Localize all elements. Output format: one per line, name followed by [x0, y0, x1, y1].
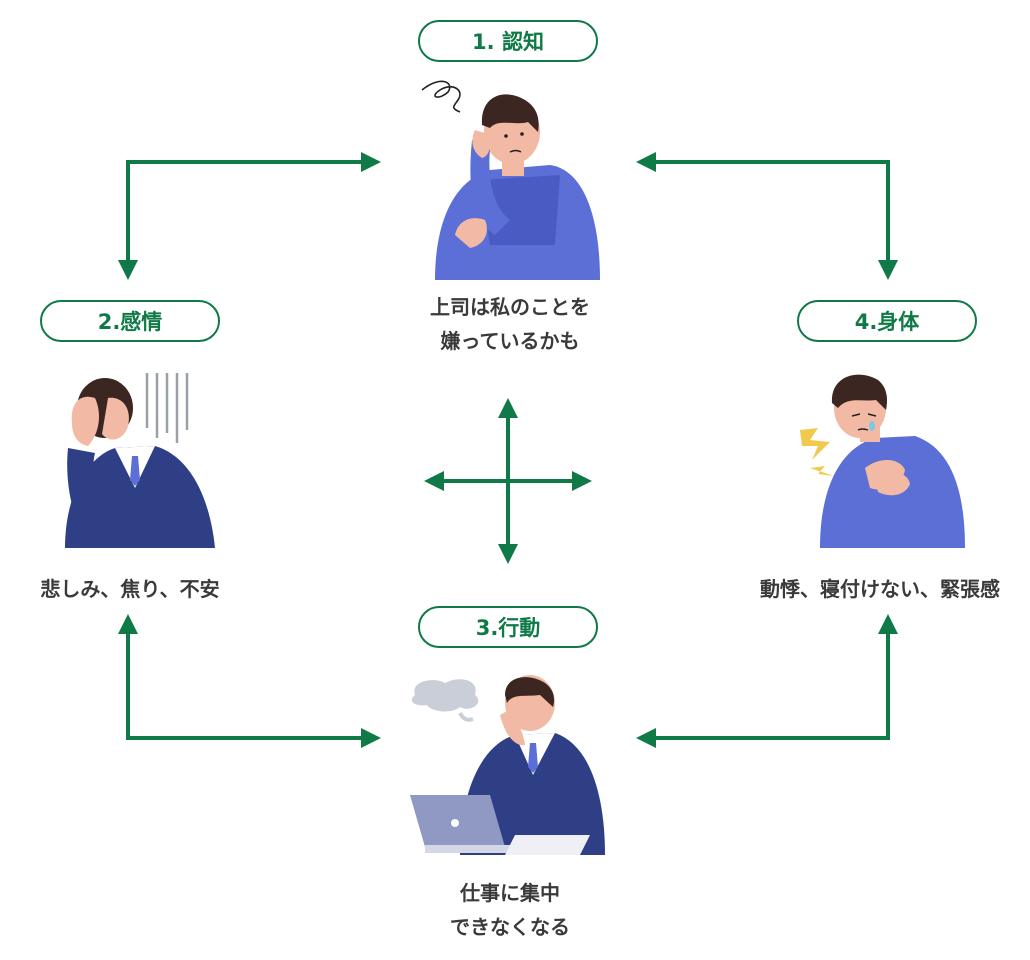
- scribble-icon: [421, 80, 461, 113]
- arrow-body-behavior: [636, 614, 898, 748]
- chest-pain-man-icon: [800, 374, 965, 548]
- caption-body: 動悸、寝付けない、緊張感: [760, 577, 1000, 601]
- caption-cognition-line1: 上司は私のことを: [430, 295, 590, 319]
- caption-emotion: 悲しみ、焦り、不安: [40, 577, 220, 601]
- label-behavior: 3.行動: [418, 606, 598, 648]
- caption-behavior-line1: 仕事に集中: [460, 881, 560, 905]
- label-body: 4.身体: [797, 300, 977, 342]
- caption-behavior-line2: できなくなる: [450, 915, 570, 939]
- worried-man-icon: [421, 80, 600, 280]
- label-cognition: 1. 認知: [418, 20, 598, 62]
- head-in-hands-man-icon: [65, 373, 215, 548]
- caption-behavior: 仕事に集中 できなくなる: [380, 876, 640, 944]
- arrow-cognition-body: [636, 152, 898, 280]
- tired-man-laptop-icon: [410, 675, 605, 855]
- arrow-cognition-emotion: [118, 152, 381, 280]
- caption-cognition: 上司は私のことを 嫌っているかも: [380, 290, 640, 358]
- caption-cognition-line2: 嫌っているかも: [440, 329, 580, 353]
- label-emotion: 2.感情: [40, 300, 220, 342]
- lightning-icon: [800, 428, 830, 460]
- arrow-emotion-behavior: [118, 614, 381, 748]
- thought-bubble-icon: [411, 679, 479, 712]
